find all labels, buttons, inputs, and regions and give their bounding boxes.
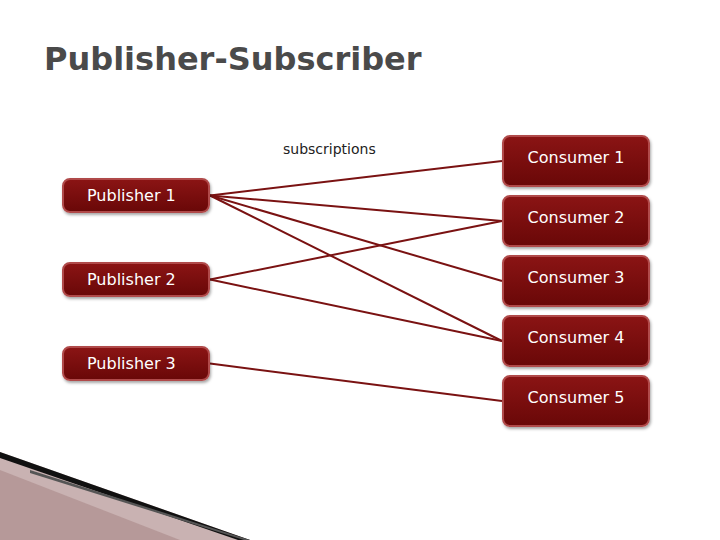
node-label: Consumer 4 <box>528 328 625 347</box>
consumer-box: Consumer 1 <box>502 135 650 187</box>
corner-wedge <box>0 452 250 540</box>
consumer-box: Consumer 4 <box>502 315 650 367</box>
consumer-box: Consumer 5 <box>502 375 650 427</box>
node-label: Publisher 2 <box>87 270 176 289</box>
subscription-line <box>210 364 502 402</box>
subscription-line <box>210 280 502 342</box>
publisher-box: Publisher 2 <box>62 262 210 297</box>
node-label: Consumer 2 <box>528 208 625 227</box>
annotation-label: subscriptions <box>283 141 376 157</box>
publisher-box: Publisher 3 <box>62 346 210 381</box>
node-label: Publisher 1 <box>87 186 176 205</box>
node-label: Publisher 3 <box>87 354 176 373</box>
node-label: Consumer 5 <box>528 388 625 407</box>
node-label: Consumer 3 <box>528 268 625 287</box>
consumer-box: Consumer 3 <box>502 255 650 307</box>
subscription-line <box>210 161 502 196</box>
subscription-line <box>210 221 502 280</box>
corner-stripe <box>30 470 250 540</box>
consumer-box: Consumer 2 <box>502 195 650 247</box>
slide-title: Publisher-Subscriber <box>44 40 422 78</box>
corner-stripe <box>0 452 250 540</box>
corner-wedge <box>0 470 180 540</box>
node-label: Consumer 1 <box>528 148 625 167</box>
publisher-box: Publisher 1 <box>62 178 210 213</box>
subscription-line <box>210 196 502 342</box>
